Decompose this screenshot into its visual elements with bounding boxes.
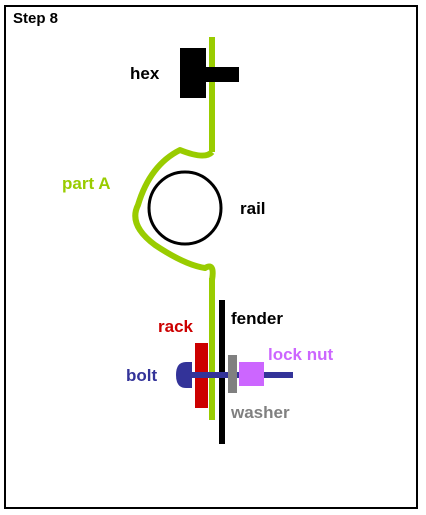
lock-nut bbox=[239, 362, 264, 386]
step-title: Step 8 bbox=[13, 10, 59, 27]
part-a bbox=[132, 37, 216, 420]
rail-label: rail bbox=[240, 199, 266, 218]
rail-circle bbox=[147, 170, 223, 246]
hex-nut bbox=[180, 48, 239, 98]
fender-label: fender bbox=[231, 309, 283, 328]
part-a-label: part A bbox=[62, 174, 111, 193]
washer bbox=[228, 355, 237, 393]
hex-label: hex bbox=[130, 64, 160, 83]
lock-nut-label: lock nut bbox=[268, 345, 334, 364]
bolt-label: bolt bbox=[126, 366, 158, 385]
washer-label: washer bbox=[231, 403, 290, 422]
rack-label: rack bbox=[158, 317, 193, 336]
